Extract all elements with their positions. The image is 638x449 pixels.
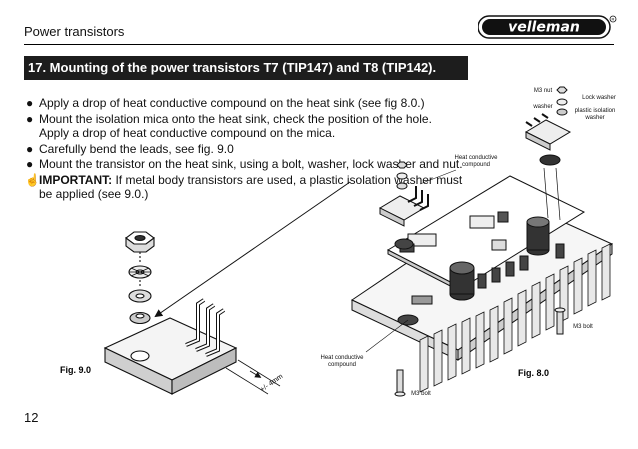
label-m3-bolt-right: M3 bolt [573,324,593,330]
fig9-label: Fig. 9.0 [60,365,91,375]
page-number: 12 [24,410,39,425]
important-label: IMPORTANT: [39,172,113,187]
label-washer: washer [533,104,553,110]
lock-washer-icon [128,265,152,279]
isolation-washer-icon [129,311,151,325]
velleman-logo: velleman R [478,15,617,39]
bullet-dot-icon: ● [26,157,34,171]
bullet-dot-icon: ● [26,141,34,156]
m3-bolt-icon [394,369,406,397]
page-header-title: Power transistors [24,24,125,39]
label-plastic-washer: plastic isolation washer [574,108,616,121]
label-compound-top: Heat conductive compound [454,155,498,168]
dimension-marker [225,359,281,395]
header-rule [24,44,614,45]
list-item: ● Mount the isolation mica onto the heat… [26,111,432,141]
m3-bolt-icon [554,307,566,335]
m3-nut-icon [125,231,155,253]
logo-text: velleman [508,20,580,36]
pointer-arrow [154,181,351,318]
list-item: ● Carefully bend the leads, see fig. 9.0 [26,141,234,156]
instruction-list: ● Apply a drop of heat conductive compou… [24,96,464,202]
section-title: 17. Mounting of the power transistors T7… [24,56,468,80]
bullet-dot-icon: ● [26,111,34,126]
bullet-dot-icon: ● [26,96,34,110]
label-compound-bottom: Heat conductive compound [320,355,364,368]
list-item: ● Apply a drop of heat conductive compou… [26,96,425,110]
svg-text:R: R [612,17,615,22]
dimension-label: +/- 4mm [259,373,284,394]
washer-icon [128,289,152,303]
transistor-icon [103,298,238,395]
list-item: ● Mount the transistor on the heat sink,… [26,157,463,171]
label-lock-washer: Lock washer [582,95,616,101]
important-note: ☝ IMPORTANT: If metal body transistors a… [24,173,464,202]
fig9-exploded-view [103,231,281,395]
pointing-hand-icon: ☝ [25,172,40,187]
heatsink-fins [419,243,611,393]
important-text: If metal body transistors are used, a pl… [39,172,463,202]
label-m3-nut: M3 nut [533,88,553,94]
label-m3-bolt-bottom: M3 bolt [411,391,431,397]
fig8-label: Fig. 8.0 [518,368,549,378]
fig8-heatsink-assembly [350,86,614,397]
